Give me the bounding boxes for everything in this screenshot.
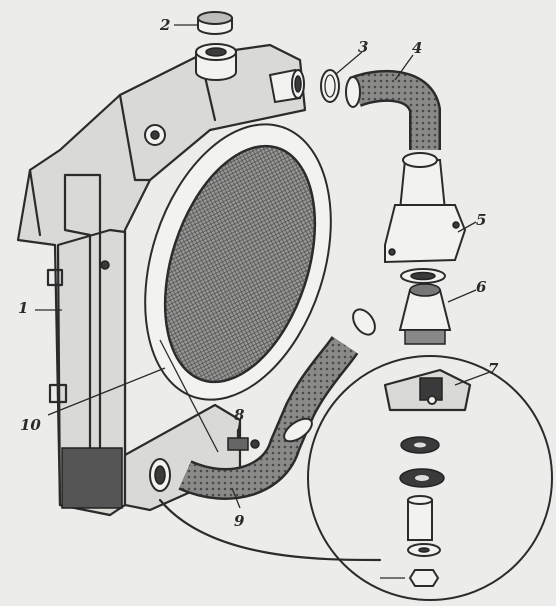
part-labels: 1 2 3 4 5 6 7 8 9 10 — [18, 16, 499, 530]
label-10: 10 — [20, 416, 41, 434]
label-1: 1 — [18, 299, 28, 317]
loose-clamp-icon — [352, 308, 376, 336]
fan-shroud-ring — [144, 123, 332, 401]
label-7: 7 — [488, 360, 499, 378]
radiator-cap-icon — [197, 11, 233, 35]
label-6: 6 — [476, 278, 487, 296]
leader-lines — [35, 24, 491, 509]
label-5: 5 — [476, 211, 486, 229]
lower-tank-panel — [61, 447, 123, 509]
upper-hose — [345, 69, 441, 150]
hose-clamp-ring-icon — [320, 69, 340, 103]
lower-hose — [149, 335, 359, 500]
label-2: 2 — [159, 16, 170, 34]
label-8: 8 — [234, 406, 245, 424]
gasket — [400, 268, 446, 284]
detail-inset-circle — [158, 355, 553, 601]
thermostat-housing — [384, 152, 467, 264]
label-3: 3 — [358, 38, 368, 56]
filler-neck — [195, 43, 237, 81]
radiator-housing — [16, 43, 307, 517]
thermostat-valve-icon — [398, 283, 452, 345]
label-4: 4 — [412, 39, 422, 57]
upper-outlet-pipe — [268, 68, 305, 104]
label-9: 9 — [234, 512, 245, 530]
